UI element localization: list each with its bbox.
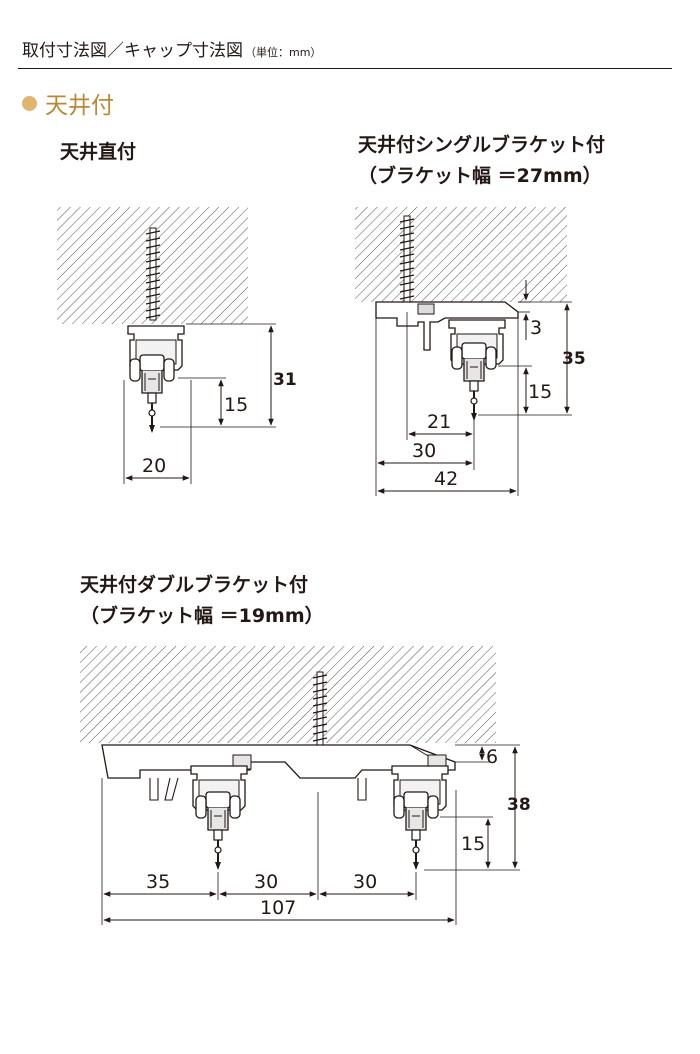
- dim-30-label-2: 30: [254, 871, 278, 893]
- dim-6-label: 6: [486, 746, 498, 768]
- figure-2-title-line1: 天井付シングルブラケット付: [358, 134, 606, 156]
- dim-107-label: 107: [260, 897, 296, 919]
- dim-15-label-2: 15: [528, 381, 552, 403]
- runner-2: [451, 342, 497, 422]
- header-divider: [18, 68, 672, 69]
- dim-21-label: 21: [427, 411, 451, 433]
- ceiling-3: [80, 646, 496, 743]
- dim-15-label-3: 15: [461, 833, 485, 855]
- bracket-3: [101, 744, 456, 779]
- dim-42-label: 42: [434, 468, 458, 490]
- figure-3-title-line1: 天井付ダブルブラケット付: [80, 574, 309, 596]
- dim-3-label: 3: [530, 317, 542, 339]
- dim-38-label: 38: [507, 795, 531, 815]
- dim-35-label: 35: [562, 349, 586, 369]
- header-title: 取付寸法図／キャップ寸法図: [22, 41, 243, 61]
- dim-30-label-1: 30: [412, 440, 436, 462]
- section-heading: 天井付: [22, 86, 114, 120]
- dim-30-label-3: 30: [353, 871, 377, 893]
- figure-1-title: 天井直付: [60, 137, 136, 168]
- figure-1-title-line1: 天井直付: [60, 141, 137, 163]
- dim-20-label: 20: [142, 455, 166, 477]
- bullet-dot-icon: [22, 96, 37, 111]
- page-header: 取付寸法図／キャップ寸法図（単位：mm）: [22, 36, 321, 61]
- runner-3-left: [195, 791, 241, 871]
- section-title: 天井付: [45, 93, 114, 119]
- header-unit: （単位：mm）: [245, 46, 322, 59]
- figure-2-title-line2: （ブラケット幅 ＝27mm）: [358, 165, 602, 187]
- figure-3-drawing: 6 38 15 35 30 30 107: [80, 646, 531, 925]
- bracket-2: [375, 301, 519, 351]
- figure-3-title: 天井付ダブルブラケット付 （ブラケット幅 ＝19mm）: [80, 570, 324, 632]
- figure-3-title-line2: （ブラケット幅 ＝19mm）: [80, 605, 324, 627]
- runner-3-right: [393, 791, 439, 871]
- figure-2-drawing: 3 35 15 21 30 42: [355, 207, 586, 496]
- dim-35-label-2: 35: [146, 871, 170, 893]
- figure-1-drawing: 31 15 20: [57, 207, 297, 484]
- figure-2-title: 天井付シングルブラケット付 （ブラケット幅 ＝27mm）: [358, 130, 605, 192]
- runner-1: [129, 354, 175, 434]
- dim-31-label: 31: [273, 370, 297, 390]
- ceiling-2: [355, 207, 567, 302]
- dim-15-label-1: 15: [224, 394, 248, 416]
